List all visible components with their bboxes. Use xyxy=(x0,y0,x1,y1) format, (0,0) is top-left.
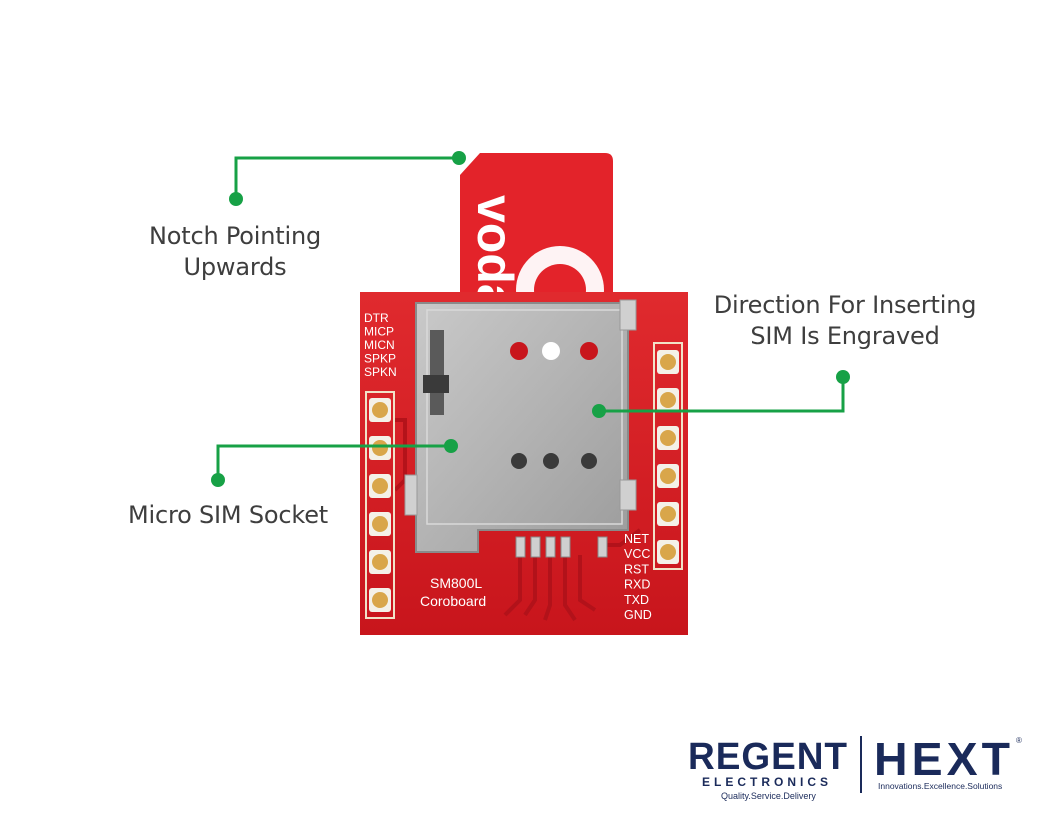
direction-leader-dot-start xyxy=(836,370,850,384)
right-header-hole xyxy=(660,544,676,560)
socket-leader-dot-start xyxy=(211,473,225,487)
direction-callout-label: Direction For Inserting SIM Is Engraved xyxy=(713,291,977,350)
left-header-hole xyxy=(372,592,388,608)
right-header-hole xyxy=(660,468,676,484)
direction-leader-line xyxy=(599,377,845,413)
left-header-hole xyxy=(372,478,388,494)
socket-leader-dot-end xyxy=(444,439,458,453)
left-header-hole xyxy=(372,554,388,570)
left-pin-label: SPKN xyxy=(364,365,397,379)
hext-tagline: Innovations.Excellence.Solutions xyxy=(878,781,1002,791)
brand-logo: REGENT ELECTRONICS Quality.Service.Deliv… xyxy=(688,733,1022,801)
chip-label: SM800L xyxy=(430,575,482,591)
notch-leader-dot-start xyxy=(229,192,243,206)
left-pin-label: SPKP xyxy=(364,352,396,366)
right-header-hole xyxy=(660,506,676,522)
left-header-hole xyxy=(372,516,388,532)
left-pin-label: MICN xyxy=(364,338,395,352)
right-pin-label: RXD xyxy=(624,578,650,592)
micro-sim-socket xyxy=(404,299,637,558)
electronics-wordmark: ELECTRONICS xyxy=(702,775,832,789)
notch-leader-line xyxy=(234,156,459,199)
right-header-pins xyxy=(653,342,683,570)
board-label: Coroboard xyxy=(420,593,486,609)
left-pin-label: DTR xyxy=(364,311,389,325)
regent-tagline: Quality.Service.Delivery xyxy=(721,791,816,801)
right-header-hole xyxy=(660,430,676,446)
socket-callout-label: Micro SIM Socket xyxy=(128,501,329,529)
left-header-hole xyxy=(372,402,388,418)
registered-mark: ® xyxy=(1016,736,1022,745)
left-header-pins xyxy=(365,391,395,619)
right-pin-label: VCC xyxy=(624,547,650,561)
notch-callout-label: Notch Pointing Upwards xyxy=(149,222,321,281)
socket-leader-line xyxy=(216,444,451,480)
direction-leader-dot-end xyxy=(592,404,606,418)
hext-wordmark: HEXT xyxy=(874,733,1014,785)
left-header-hole xyxy=(372,440,388,456)
right-pin-label: NET xyxy=(624,532,649,546)
right-pin-label: TXD xyxy=(624,593,649,607)
callout-lines xyxy=(216,156,845,480)
right-pin-label: RST xyxy=(624,562,649,576)
regent-wordmark: REGENT xyxy=(688,736,848,778)
left-pin-label: MICP xyxy=(364,325,394,339)
right-header-hole xyxy=(660,354,676,370)
right-header-hole xyxy=(660,392,676,408)
right-pin-label: GND xyxy=(624,608,652,622)
notch-leader-dot-end xyxy=(452,151,466,165)
